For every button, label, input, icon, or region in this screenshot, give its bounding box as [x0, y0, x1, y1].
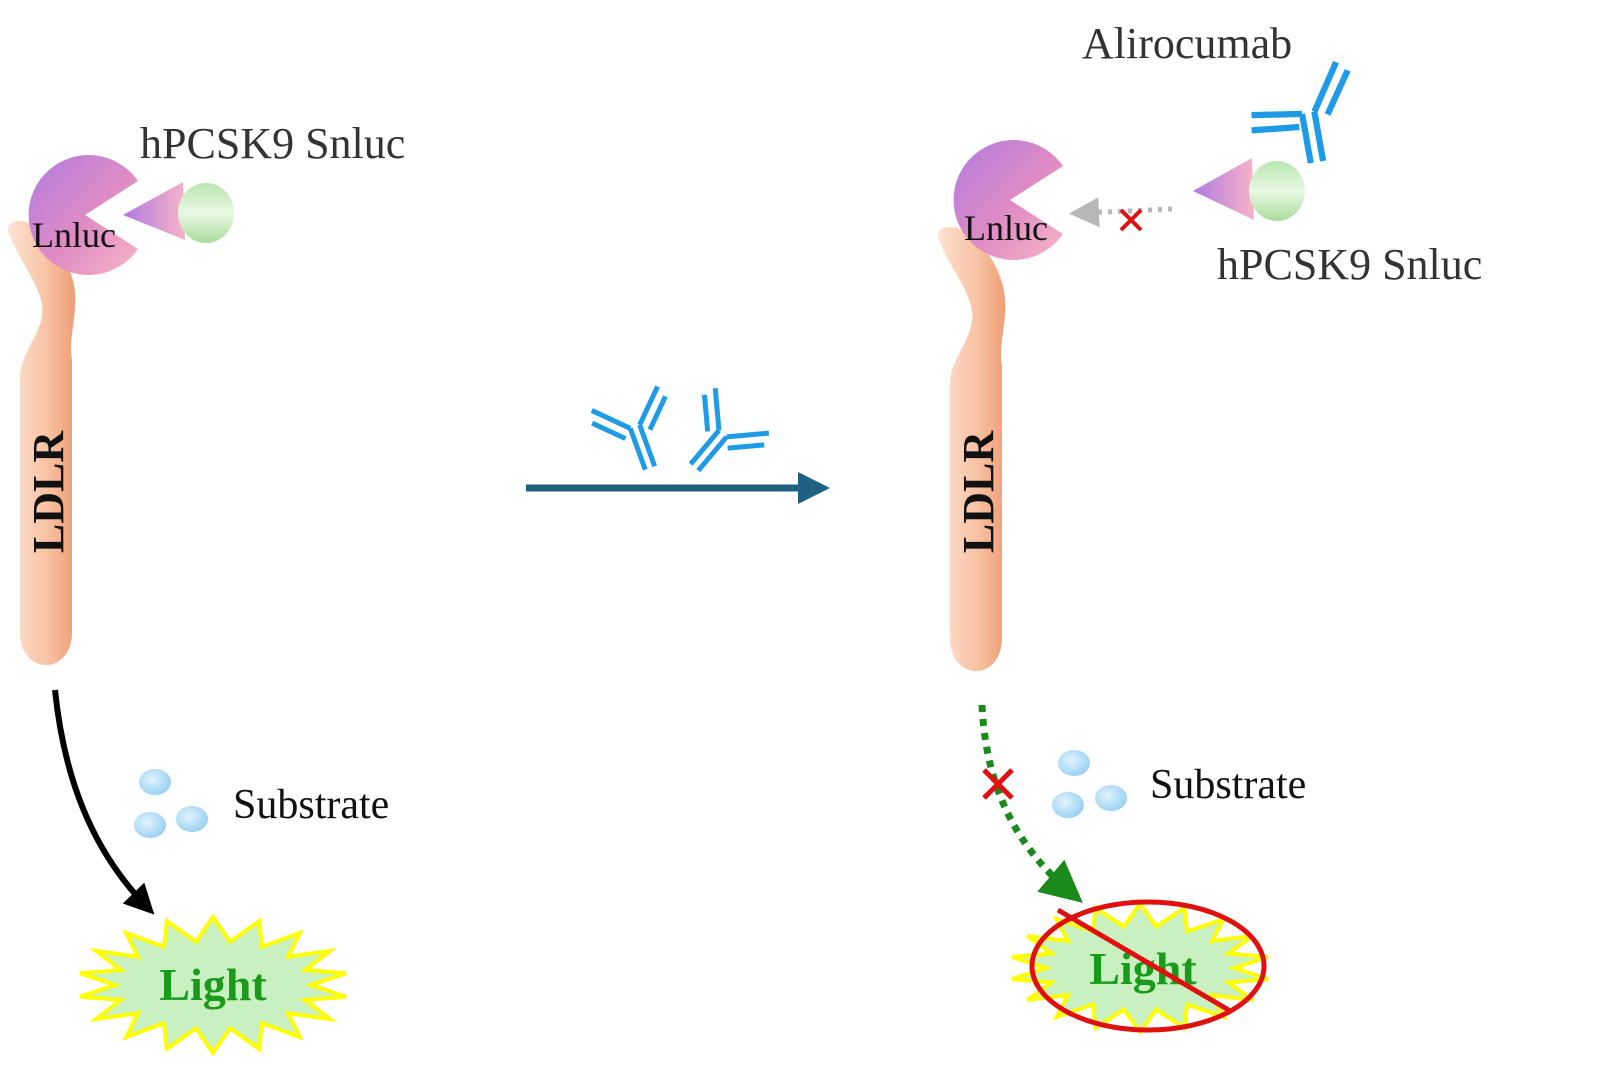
substrate-drops-right	[1052, 750, 1127, 818]
signal-arrow-right-blocked	[978, 704, 1083, 903]
light-label-left: Light	[159, 959, 267, 1010]
substrate-label-right: Substrate	[1150, 762, 1306, 808]
ldlr-label-left: LDLR	[24, 430, 73, 553]
lnluc-label-left: Lnluc	[32, 215, 116, 255]
hpcsk9-snluc-label-left: hPCSK9 Snluc	[140, 119, 405, 168]
hpcsk9-ball-left	[178, 183, 234, 243]
lnluc-label-right: Lnluc	[964, 208, 1048, 248]
blocked-x-icon	[1119, 208, 1143, 232]
antibody-icon	[688, 387, 770, 473]
lnluc-pacman-left	[28, 155, 139, 275]
lnluc-pacman-right	[953, 140, 1063, 261]
blocked-binding-arrow	[1069, 197, 1173, 228]
substrate-label-left: Substrate	[233, 782, 389, 828]
left-panel: LDLR Lnluc hPCSK9 Snluc Substrate Light	[7, 119, 405, 1057]
hpcsk9-ball-right	[1249, 161, 1305, 221]
ldlr-label-right: LDLR	[954, 430, 1003, 553]
snluc-triangle-left	[123, 182, 185, 240]
hpcsk9-snluc-label-right: hPCSK9 Snluc	[1217, 240, 1482, 289]
alirocumab-label: Alirocumab	[1082, 19, 1292, 68]
blocked-signal-x-icon	[982, 768, 1014, 800]
light-starburst-left	[79, 913, 347, 1057]
right-panel: LDLR Lnluc hPCSK9 Snluc Alirocumab	[937, 19, 1482, 1036]
ldlr-receptor-right	[937, 226, 1006, 672]
signal-arrow-left	[52, 689, 155, 915]
snluc-triangle-right	[1193, 158, 1254, 220]
ldlr-receptor-left	[7, 220, 76, 666]
light-label-right: Light	[1089, 943, 1197, 994]
process-step	[526, 385, 830, 504]
no-light-prohibition-icon	[1029, 899, 1267, 1033]
process-arrow-head	[798, 472, 830, 504]
alirocumab-antibody-icon	[1251, 60, 1351, 164]
antibody-icon	[590, 385, 668, 471]
substrate-drops-left	[134, 769, 208, 838]
